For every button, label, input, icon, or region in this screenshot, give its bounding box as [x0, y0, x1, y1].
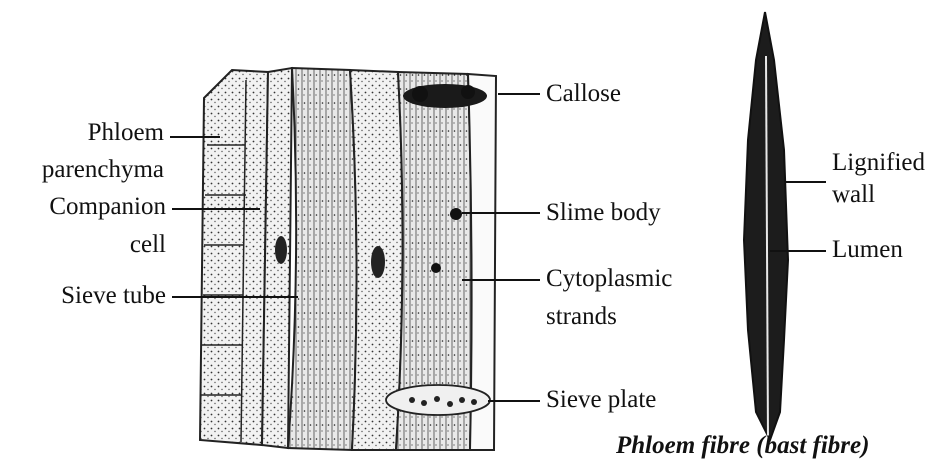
slime-body-2 [431, 263, 441, 273]
label-sieve-tube: Sieve tube [61, 281, 166, 311]
label-companion-cell-line1: Companion [49, 192, 166, 222]
callose [403, 84, 487, 108]
label-callose: Callose [546, 79, 621, 109]
label-lumen: Lumen [832, 235, 903, 265]
slime-body [450, 208, 462, 220]
label-lignified-wall-line2: wall [832, 180, 875, 210]
sieve-plate [386, 385, 490, 415]
label-cytoplasmic-strands-line1: Cytoplasmic [546, 264, 672, 294]
label-phloem-parenchyma-line1: Phloem [88, 118, 164, 148]
phloem-parenchyma-cells [200, 70, 268, 445]
label-phloem-parenchyma-line2: parenchyma [42, 155, 164, 185]
companion-cell [262, 68, 292, 448]
label-sieve-plate: Sieve plate [546, 385, 656, 415]
label-lignified-wall-line1: Lignified [832, 148, 925, 178]
label-cytoplasmic-strands-line2: strands [546, 302, 617, 332]
label-companion-cell-line2: cell [130, 230, 166, 260]
label-slime-body: Slime body [546, 198, 661, 228]
phloem-fibre [744, 12, 788, 440]
figure-caption: Phloem fibre (bast fibre) [616, 432, 869, 460]
